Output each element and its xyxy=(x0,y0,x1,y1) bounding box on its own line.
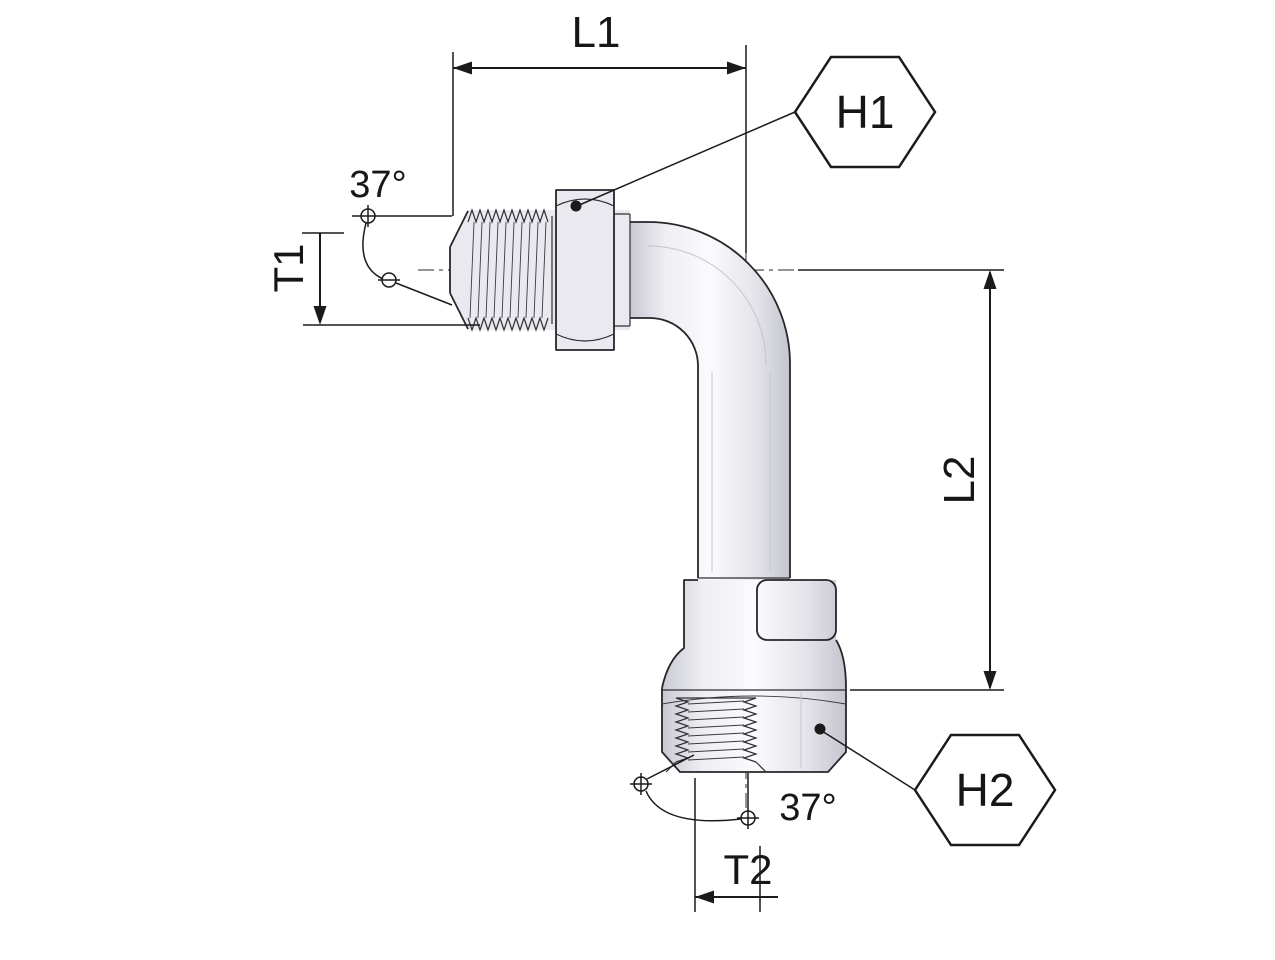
tube-outer-edge xyxy=(630,221,791,578)
l2-arrow-down xyxy=(983,671,997,690)
dimension-l2: L2 xyxy=(798,269,1004,691)
t1-arrow-down xyxy=(313,306,327,325)
dimension-l1: L1 xyxy=(452,8,747,253)
angle-annotation-bottom: 37° xyxy=(630,754,837,829)
swivel-collar-outline xyxy=(756,579,837,641)
h2-leader-line xyxy=(821,730,916,791)
male-hex-nut-outline xyxy=(555,189,615,351)
h2-leader-dot xyxy=(814,723,826,735)
male-thread-hatch xyxy=(469,221,547,319)
swivel-right-shoulder xyxy=(835,639,847,689)
male-collar xyxy=(614,213,631,327)
h2-hexagon xyxy=(913,733,1057,847)
label-angle-top: 37° xyxy=(349,164,406,206)
callout-h2: H2 xyxy=(814,723,1057,847)
male-hex-nut-chamfers xyxy=(555,198,615,342)
male-tip-outline xyxy=(449,210,469,330)
tube-shading-lines xyxy=(647,245,771,572)
label-t2: T2 xyxy=(723,846,772,893)
label-l2: L2 xyxy=(935,456,984,505)
male-thread-end xyxy=(449,208,553,332)
male-hex-nut xyxy=(555,189,631,351)
dimension-t1: T1 xyxy=(265,232,480,326)
swivel-left-step xyxy=(661,579,698,689)
angle-bottom-arc xyxy=(645,790,742,822)
h1-leader-dot xyxy=(570,200,582,212)
l1-arrow-left xyxy=(453,61,472,75)
label-h2: H2 xyxy=(956,764,1015,816)
female-thread-crests-right xyxy=(742,697,758,763)
angle-annotation-top: 37° xyxy=(349,164,453,306)
male-end-body xyxy=(450,190,630,350)
dimension-t2: T2 xyxy=(694,778,778,912)
h1-leader-line xyxy=(576,111,796,207)
male-thread-crests-top xyxy=(467,208,549,224)
callout-h1: H1 xyxy=(570,55,937,212)
angle-top-arc xyxy=(362,222,384,280)
t2-arrow-left xyxy=(695,890,714,904)
label-h1: H1 xyxy=(836,86,895,138)
swivel-nut-outline xyxy=(661,688,847,773)
h1-hexagon xyxy=(793,55,937,169)
label-t1: T1 xyxy=(265,243,312,292)
female-thread-hatch xyxy=(687,700,745,761)
swivel-nut-body xyxy=(662,580,846,772)
tube-inner-edge xyxy=(630,317,699,578)
elbow-tube-body xyxy=(630,222,790,650)
angle-top-flank-line xyxy=(395,282,453,306)
fitting-elbow xyxy=(449,189,847,773)
l2-arrow-up xyxy=(983,270,997,289)
female-thread-crests-left xyxy=(674,697,690,763)
label-angle-bottom: 37° xyxy=(779,787,836,829)
angle-bottom-flank-line xyxy=(646,754,695,780)
male-thread-crests-bottom xyxy=(467,316,549,332)
elbow-tube xyxy=(630,221,791,578)
label-l1: L1 xyxy=(572,8,621,57)
l1-arrow-right xyxy=(727,61,746,75)
